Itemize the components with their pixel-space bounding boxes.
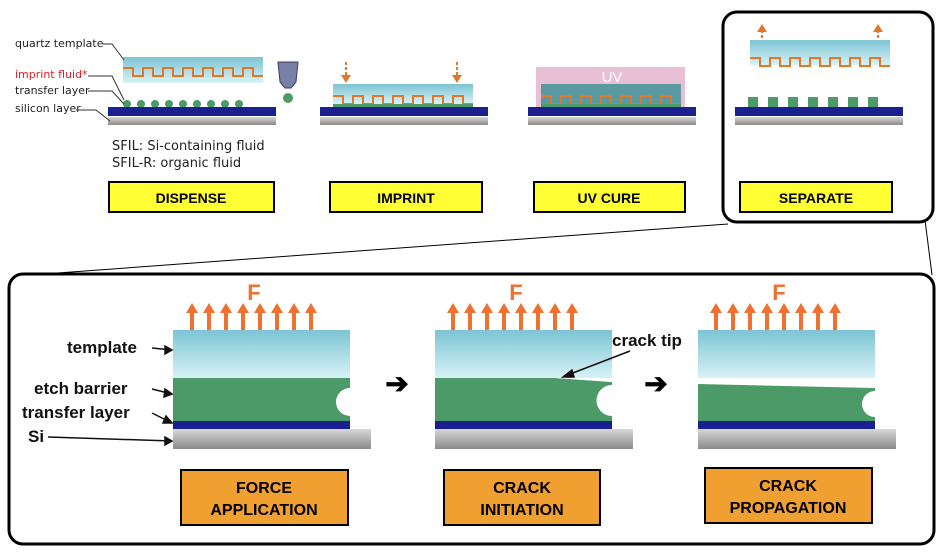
- dispense-panel: [108, 57, 299, 125]
- step-uv-cure: UV CURE: [577, 190, 640, 206]
- top-layer-labels: quartz template imprint fluid* transfer …: [15, 37, 104, 115]
- quartz-template-label: quartz template: [15, 37, 104, 50]
- step-separate: SEPARATE: [779, 190, 853, 206]
- fluid-droplets: [123, 100, 243, 108]
- transfer-layer-label: transfer layer: [15, 84, 90, 97]
- separate-highlight-frame: [721, 10, 935, 224]
- zoom-connectors: [29, 219, 933, 276]
- force-label-1: F: [247, 280, 260, 305]
- crack-tip-pointer: [560, 350, 631, 378]
- transfer-layer-detail-label: transfer layer: [22, 403, 130, 422]
- force-label-2: F: [509, 280, 522, 305]
- stage-initiation-line1: CRACK: [493, 480, 551, 497]
- force-arrows: [186, 303, 317, 330]
- imprint-panel: [320, 62, 488, 125]
- step-imprint: IMPRINT: [377, 190, 435, 206]
- fluid-note: SFIL: Si-containing fluid SFIL-R: organi…: [112, 139, 265, 171]
- stage-force-line1: FORCE: [236, 480, 292, 497]
- si-substrate-1: [173, 429, 371, 449]
- detail-panel-frame: [7, 272, 936, 546]
- stage-initiation-line2: INITIATION: [480, 502, 563, 519]
- imprint-fluid-label: imprint fluid*: [15, 68, 88, 81]
- stage-force-line2: APPLICATION: [210, 502, 317, 519]
- uv-cure-panel: UV: [528, 67, 696, 125]
- detail-label-arrows: [47, 344, 174, 447]
- note-line-1: SFIL: Si-containing fluid: [112, 139, 265, 154]
- detail-layer-labels: template etch barrier transfer layer Si: [22, 338, 137, 446]
- si-label: Si: [28, 427, 44, 446]
- stage-propagation-line1: CRACK: [759, 478, 817, 495]
- stage-propagation-line2: PROPAGATION: [730, 500, 847, 517]
- step-labels: DISPENSE IMPRINT UV CURE SEPARATE: [108, 181, 893, 213]
- note-line-2: SFIL-R: organic fluid: [112, 156, 241, 171]
- etch-barrier-1: [173, 378, 350, 421]
- force-arrows: [447, 303, 578, 330]
- crack-tip-label: crack tip: [612, 331, 682, 350]
- transfer-layer: [108, 107, 276, 116]
- template-block-1: [173, 330, 350, 378]
- uv-label: UV: [602, 69, 623, 86]
- template-label: template: [67, 338, 137, 357]
- step-dispense: DISPENSE: [156, 190, 227, 206]
- transfer-layer-1: [173, 421, 350, 429]
- stage-force-application: F: [173, 280, 371, 449]
- stage-labels: FORCE APPLICATION CRACK INITIATION CRACK…: [180, 467, 873, 526]
- force-label-3: F: [772, 280, 785, 305]
- next-arrow-2: ➔: [644, 368, 667, 399]
- force-arrows: [710, 303, 841, 330]
- top-label-leaders: [76, 43, 125, 122]
- stage-crack-initiation: F crack tip: [435, 280, 682, 449]
- template-pattern: [123, 67, 263, 77]
- stage-crack-propagation: F: [698, 280, 896, 449]
- silicon-layer: [108, 117, 276, 125]
- dispenser-nozzle: [277, 61, 299, 103]
- etch-barrier-label: etch barrier: [34, 379, 128, 398]
- silicon-layer-label: silicon layer: [15, 102, 81, 115]
- separate-panel: [735, 24, 903, 125]
- next-arrow-1: ➔: [385, 368, 408, 399]
